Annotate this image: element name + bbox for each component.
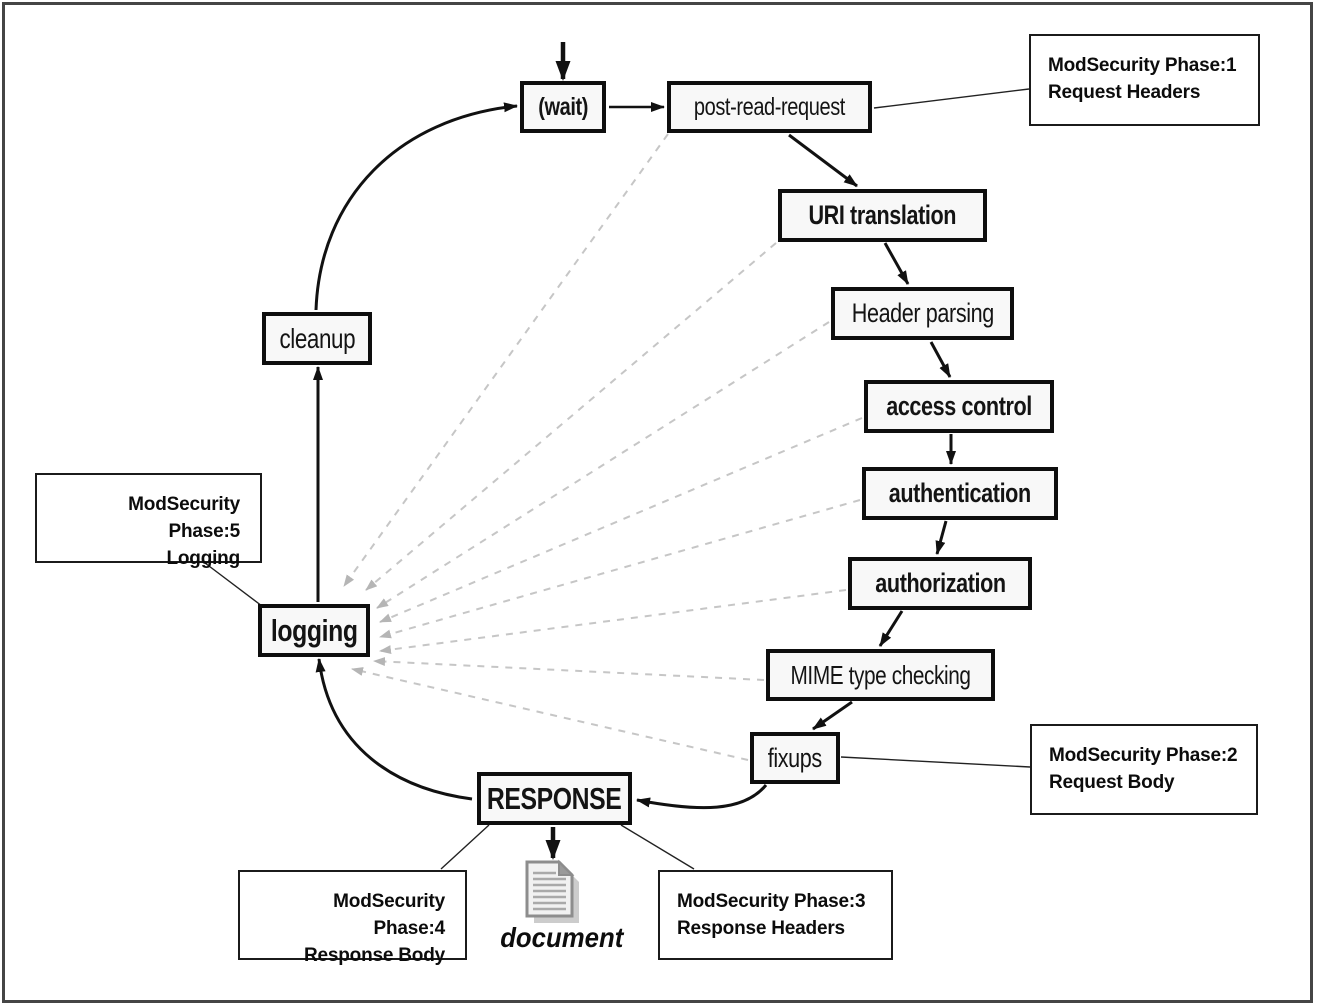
node-authorization: authorization (848, 557, 1032, 610)
arrow-uri-translation-to-header-parsing (883, 242, 910, 285)
callout-modsecurity-phase3: ModSecurity Phase:3 Response Headers (658, 870, 893, 960)
node-uri-translation: URI translation (778, 189, 987, 242)
arrow-authorization-to-mime-type-checking (878, 610, 904, 647)
logging-dashed-arrows (343, 133, 863, 761)
connector-phase5 (204, 562, 263, 607)
arrow-fixups-to-response (636, 784, 768, 810)
connector-phase1 (873, 88, 1030, 109)
callout-modsecurity-phase4: ModSecurity Phase:4 Response Body (238, 870, 467, 966)
callout-modsecurity-phase5: ModSecurity Phase:5 Logging (35, 473, 262, 569)
arrow-post-read-request-to-uri-translation (788, 133, 858, 188)
node-authentication: authentication (862, 467, 1058, 520)
node-logging: logging (258, 604, 370, 657)
arrow-authentication-to-authorization (935, 520, 948, 555)
node-header-parsing: Header parsing (831, 287, 1014, 340)
node-post-read-request: post-read-request (667, 81, 872, 133)
connector-phase4 (440, 824, 490, 870)
node-mime-type-checking: MIME type checking (766, 649, 995, 701)
arrow-response-to-logging (315, 658, 473, 801)
arrow-mime-type-checking-to-fixups (812, 700, 853, 731)
node-response: RESPONSE (477, 772, 632, 825)
document-label: document (500, 922, 624, 953)
node-wait: (wait) (520, 81, 606, 133)
document-icon (525, 859, 579, 923)
callout-connectors (204, 88, 1031, 870)
node-fixups: fixups (750, 732, 840, 784)
connector-phase3 (620, 824, 695, 870)
arrow-header-parsing-to-access-control (929, 341, 952, 378)
flow-arrows (313, 42, 956, 860)
node-cleanup: cleanup (262, 312, 372, 365)
connector-phase2 (840, 756, 1031, 768)
arrow-cleanup-to-wait (314, 102, 518, 311)
node-access-control: access control (864, 380, 1054, 433)
callout-modsecurity-phase2: ModSecurity Phase:2 Request Body (1030, 724, 1258, 815)
callout-modsecurity-phase1: ModSecurity Phase:1 Request Headers (1029, 34, 1260, 126)
